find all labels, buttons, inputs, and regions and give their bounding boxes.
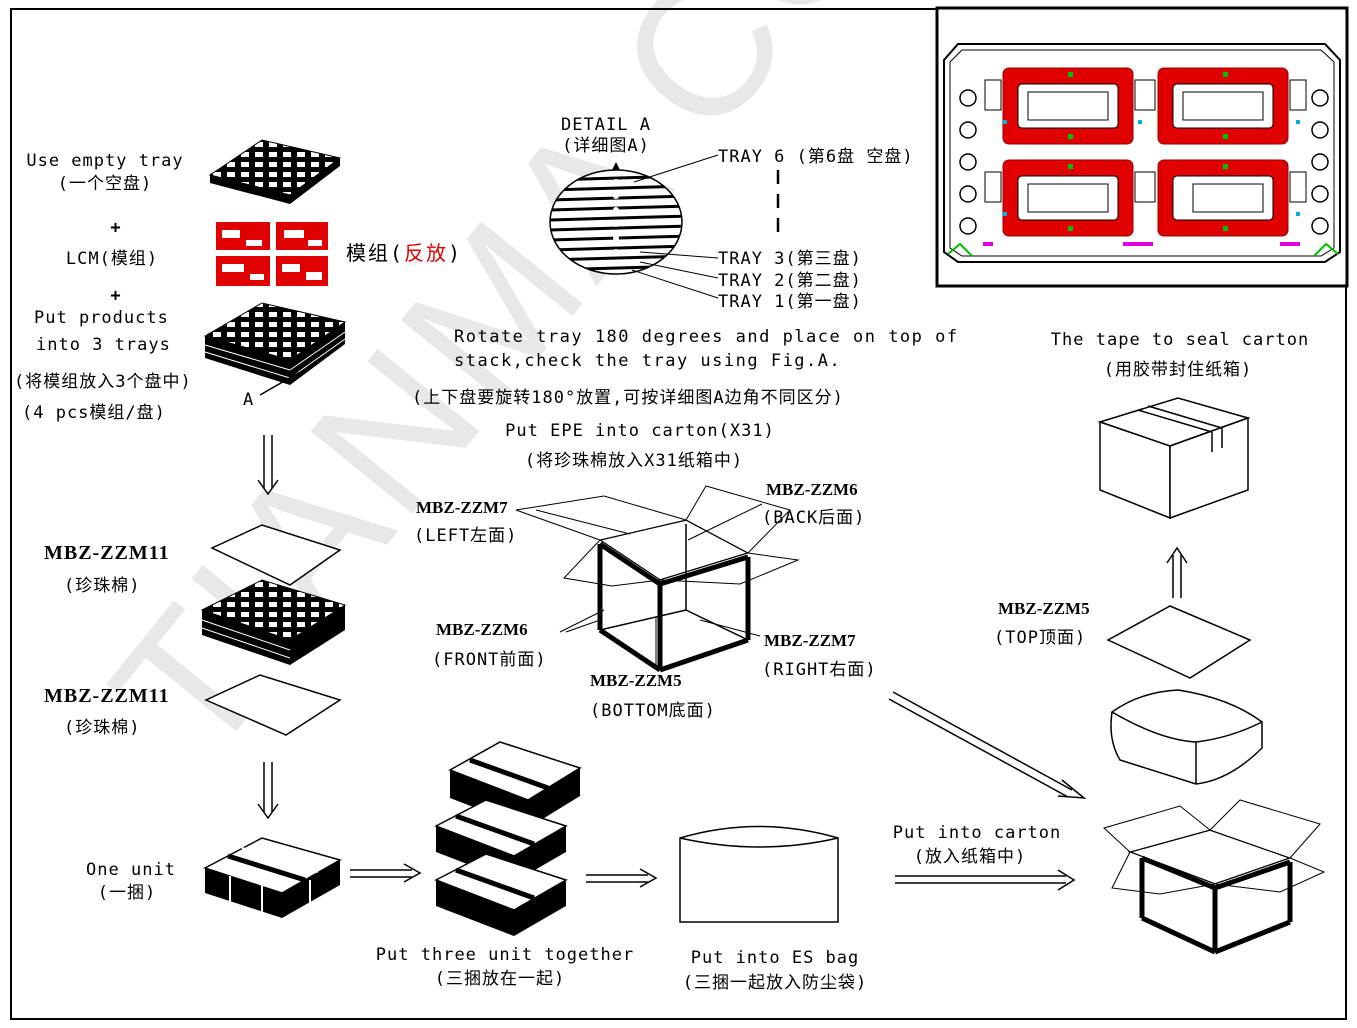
plus-sign-2: +	[110, 286, 121, 306]
callout-a-label: A	[243, 390, 254, 410]
reverse-text: 反放	[404, 241, 448, 265]
right-epe-code: MBZ-ZZM7	[764, 631, 856, 651]
left-epe-label: (LEFT左面)	[414, 526, 517, 546]
put-products-line1: Put products	[34, 308, 169, 328]
up-arrow	[1167, 548, 1187, 598]
tape-seal-cn: (用胶带封住纸箱)	[1104, 360, 1252, 380]
front-epe-label: (FRONT前面)	[432, 650, 547, 670]
tray3-label: TRAY 3(第三盘)	[718, 249, 862, 269]
down-arrow-2	[258, 762, 278, 818]
back-epe-code: MBZ-ZZM6	[766, 480, 858, 500]
use-empty-tray-label: Use empty tray	[26, 151, 183, 171]
right-arrow-3	[895, 870, 1074, 890]
es-bag-label: Put into ES bag	[691, 948, 860, 968]
tray-stack-middle	[202, 580, 345, 665]
per-tray-label: (4 pcs模组/盘)	[22, 403, 166, 423]
lcm-label: LCM(模组)	[66, 249, 158, 269]
tape-seal-label: The tape to seal carton	[1051, 330, 1309, 350]
right-epe-label: (RIGHT右面)	[762, 660, 877, 680]
tray2-label: TRAY 2(第二盘)	[718, 271, 862, 291]
pad-bottom-code: MBZ-ZZM11	[44, 686, 170, 706]
rotate-instruction-cn: (上下盘要旋转180°放置,可按详细图A边角不同区分)	[412, 388, 844, 408]
final-open-carton-illustration	[1104, 800, 1324, 952]
epe-pad-top	[212, 525, 340, 585]
bottom-epe-code: MBZ-ZZM5	[590, 671, 682, 691]
lcm-modules-illustration	[216, 222, 328, 286]
put-products-cn: (将模组放入3个盘中)	[14, 372, 192, 392]
rotate-instruction-line1: Rotate tray 180 degrees and place on top…	[454, 327, 959, 347]
pad-bottom-cn: (珍珠棉)	[64, 718, 140, 738]
left-epe-code: MBZ-ZZM7	[416, 498, 508, 518]
epe-pad-bottom	[206, 675, 340, 735]
put-epe-label: Put EPE into carton(X31)	[505, 421, 775, 441]
three-units-label: Put three unit together	[376, 945, 634, 965]
front-epe-code: MBZ-ZZM6	[436, 620, 528, 640]
es-bag-cn: (三捆一起放入防尘袋)	[683, 973, 867, 993]
sealed-carton-illustration	[1100, 398, 1248, 518]
tray-top-view-drawing	[937, 8, 1347, 286]
pad-top-code: MBZ-ZZM11	[44, 543, 170, 563]
one-unit-cn: (一捆)	[98, 883, 156, 903]
put-products-line2: into 3 trays	[36, 335, 171, 355]
bottom-epe-label: (BOTTOM底面)	[590, 701, 716, 721]
back-epe-label: (BACK后面)	[762, 508, 865, 528]
into-carton-label: Put into carton	[893, 823, 1062, 843]
one-unit-label: One unit	[86, 860, 176, 880]
rotate-instruction-line2: stack,check the tray using Fig.A.	[454, 351, 841, 371]
three-units-illustration	[436, 742, 580, 936]
top-epe-code: MBZ-ZZM5	[998, 599, 1090, 619]
diagonal-arrow	[889, 692, 1084, 798]
three-units-cn: (三捆放在一起)	[435, 969, 565, 989]
filled-tray-stack-illustration	[205, 303, 345, 395]
put-epe-cn: (将珍珠棉放入X31纸箱中)	[525, 451, 743, 471]
detail-a-title-cn: (详细图A)	[562, 136, 650, 156]
top-epe-label: (TOP顶面)	[994, 628, 1086, 648]
detail-a-title: DETAIL A	[561, 115, 651, 135]
tray6-label: TRAY 6 (第6盘 空盘)	[718, 147, 914, 167]
right-arrow-2	[586, 869, 656, 887]
tray1-label: TRAY 1(第一盘)	[718, 292, 862, 312]
right-arrow-1	[350, 864, 420, 882]
one-unit-illustration	[205, 838, 340, 918]
empty-tray-illustration	[210, 140, 340, 204]
into-carton-cn: (放入纸箱中)	[914, 847, 1026, 867]
plus-sign-1: +	[110, 218, 121, 238]
pad-top-cn: (珍珠棉)	[64, 576, 140, 596]
epe-pad-carton-top	[1108, 606, 1250, 678]
module-reverse-label: 模组(反放)	[346, 243, 462, 263]
down-arrow-1	[258, 435, 278, 494]
use-empty-tray-cn-label: (一个空盘)	[58, 174, 152, 194]
bagged-units-illustration	[1111, 690, 1262, 784]
open-carton-epe-illustration	[516, 486, 798, 670]
es-bag-illustration	[680, 827, 838, 923]
